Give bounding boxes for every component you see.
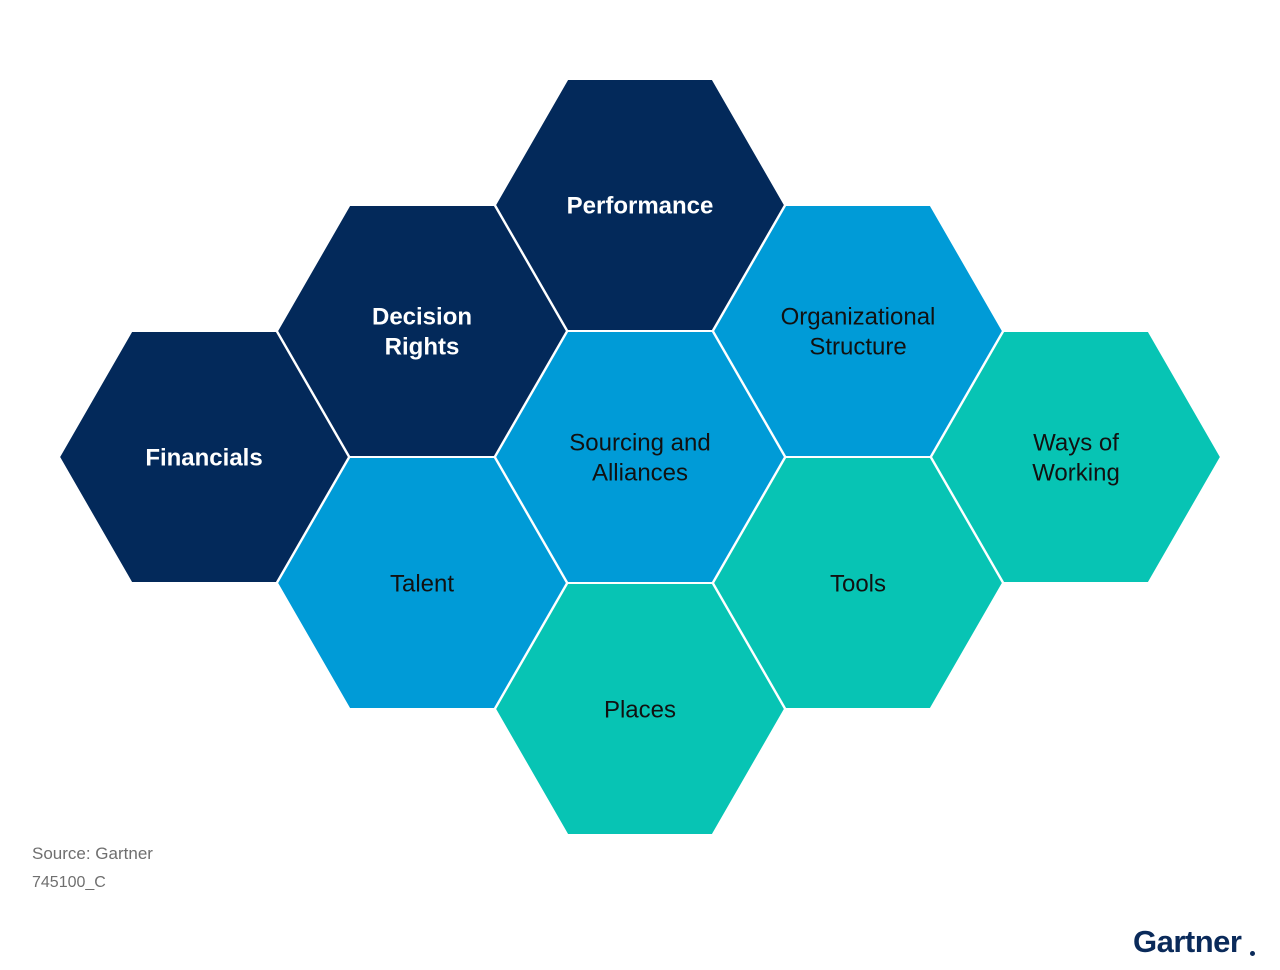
hex-label-decision-rights-line-2: Rights xyxy=(385,333,460,360)
hex-label-talent: Talent xyxy=(390,570,454,597)
hex-label-places: Places xyxy=(604,696,676,723)
hex-label-tools: Tools xyxy=(830,570,886,597)
source-note: Source: Gartner xyxy=(32,844,153,863)
hex-label-sourcing-and-alliances-line-1: Sourcing and xyxy=(569,429,710,456)
hex-label-performance: Performance xyxy=(567,192,714,219)
hex-ways-of-working: Ways of Working xyxy=(929,330,1223,584)
hex-label-organizational-structure-line-1: Organizational xyxy=(781,303,936,330)
hex-label-sourcing-and-alliances-line-2: Alliances xyxy=(592,459,688,486)
hex-label-ways-of-working-line-2: Working xyxy=(1032,459,1120,486)
hex-label-ways-of-working-line-1: Ways of xyxy=(1033,429,1119,456)
hex-label-organizational-structure-line-2: Structure xyxy=(809,333,906,360)
hex-label-decision-rights-line-1: Decision xyxy=(372,303,472,330)
hex-places: Places xyxy=(493,582,787,836)
gartner-logo: Gartner xyxy=(1133,924,1242,959)
hex-shape-places xyxy=(493,582,787,836)
figure-id: 745100_C xyxy=(32,874,106,891)
hex-label-financials: Financials xyxy=(145,444,262,471)
logo-dot xyxy=(1250,951,1255,956)
hex-financials: Financials xyxy=(57,330,351,584)
